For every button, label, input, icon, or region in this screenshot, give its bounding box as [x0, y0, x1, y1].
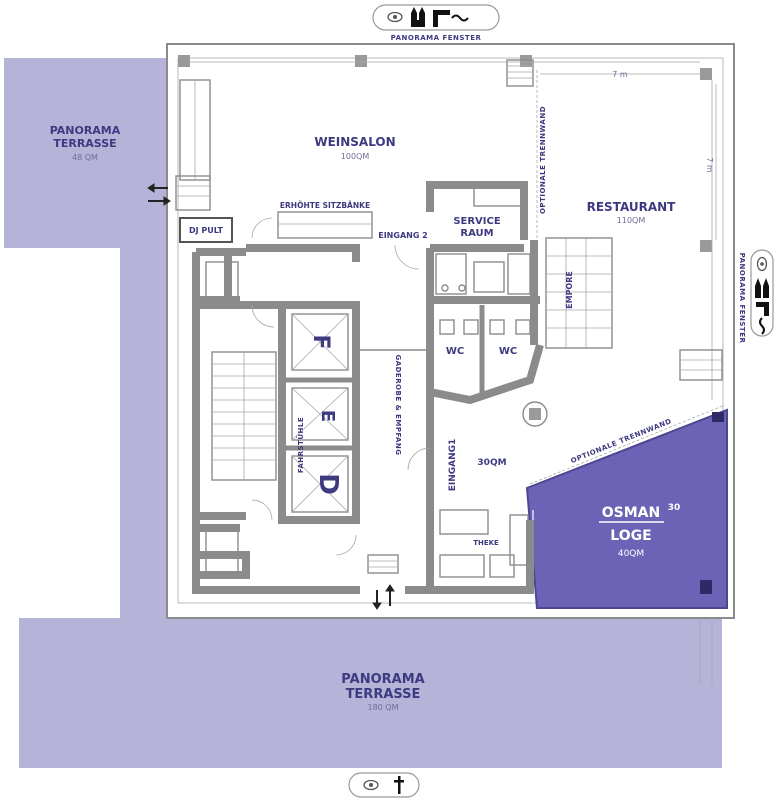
fahrstuehle-label: FAHRSTÜHLE [296, 417, 305, 473]
view-badge-right [750, 249, 774, 337]
service-raum-line2: RAUM [460, 228, 493, 239]
terrace-strip [120, 248, 167, 618]
entry-grate [367, 554, 399, 574]
terrace-small-size: 48 QM [72, 153, 98, 162]
gaderobe-label: GADEROBE & EMPFANG [394, 354, 402, 455]
raised-benches [277, 211, 373, 239]
terrace-large-area [19, 618, 722, 768]
cathedral-icon [755, 278, 769, 298]
weinsalon-name: WEINSALON [314, 135, 395, 149]
theke-label: THEKE [473, 539, 499, 547]
eye-icon [387, 11, 403, 23]
crane-icon [756, 302, 769, 335]
dj-pult-box [179, 217, 233, 243]
elevator-d-letter: D [313, 473, 343, 495]
lobby-size: 30QM [477, 458, 506, 468]
theke-counter [439, 509, 489, 535]
cathedral-icon [411, 7, 425, 27]
wc-right-label: WC [499, 346, 517, 357]
cross-icon [394, 776, 404, 794]
eingang1-label: EINGANG1 [448, 439, 458, 492]
osman-superscript: 30 [668, 503, 681, 513]
empore-seating [545, 237, 613, 349]
restaurant-size: 110QM [617, 216, 646, 225]
elevator-f-letter: F [308, 334, 333, 349]
dim-horizontal: 7 m [612, 70, 628, 79]
double-arrow-icon [147, 183, 171, 206]
window-label-right: PANORAMA FENSTER [738, 253, 746, 344]
osman-size: 40QM [618, 549, 644, 559]
eingang2-label: EINGANG 2 [378, 231, 428, 240]
terrace-small-line1: PANORAMA [50, 124, 121, 137]
crane-icon [433, 10, 469, 27]
elevator-f [291, 313, 349, 371]
osman-name: OSMAN [602, 505, 660, 521]
double-arrow-icon [372, 584, 395, 610]
staircase [211, 351, 277, 481]
elevator-e [291, 387, 349, 441]
eye-icon [756, 256, 768, 272]
raised-benches-label: ERHÖHTE SITZBÄNKE [280, 201, 370, 210]
wc-left-label: WC [446, 346, 464, 357]
restaurant-name: RESTAURANT [587, 200, 677, 214]
osman-loge: LOGE [610, 528, 651, 544]
dj-pult-label: DJ PULT [189, 226, 224, 235]
elevator-d [291, 455, 349, 513]
eye-icon [363, 779, 379, 791]
terrace-large-size: 180 QM [367, 703, 398, 712]
window-label-top: PANORAMA FENSTER [391, 34, 482, 42]
view-badge-bottom [348, 772, 420, 798]
weinsalon-size: 100QM [341, 152, 370, 161]
terrace-large-line2: TERRASSE [346, 687, 421, 702]
terrace-small-line2: TERRASSE [53, 137, 116, 150]
terrace-small-area [4, 58, 167, 248]
terrace-large-line1: PANORAMA [341, 672, 424, 687]
optional-partition-vertical-label: OPTIONALE TRENNWAND [539, 106, 547, 214]
empore-label: EMPORE [565, 271, 574, 309]
service-raum-line1: SERVICE [453, 216, 501, 227]
elevator-e-letter: E [317, 410, 338, 422]
view-badge-top [372, 4, 500, 31]
dim-vertical: 7 m [705, 157, 714, 173]
